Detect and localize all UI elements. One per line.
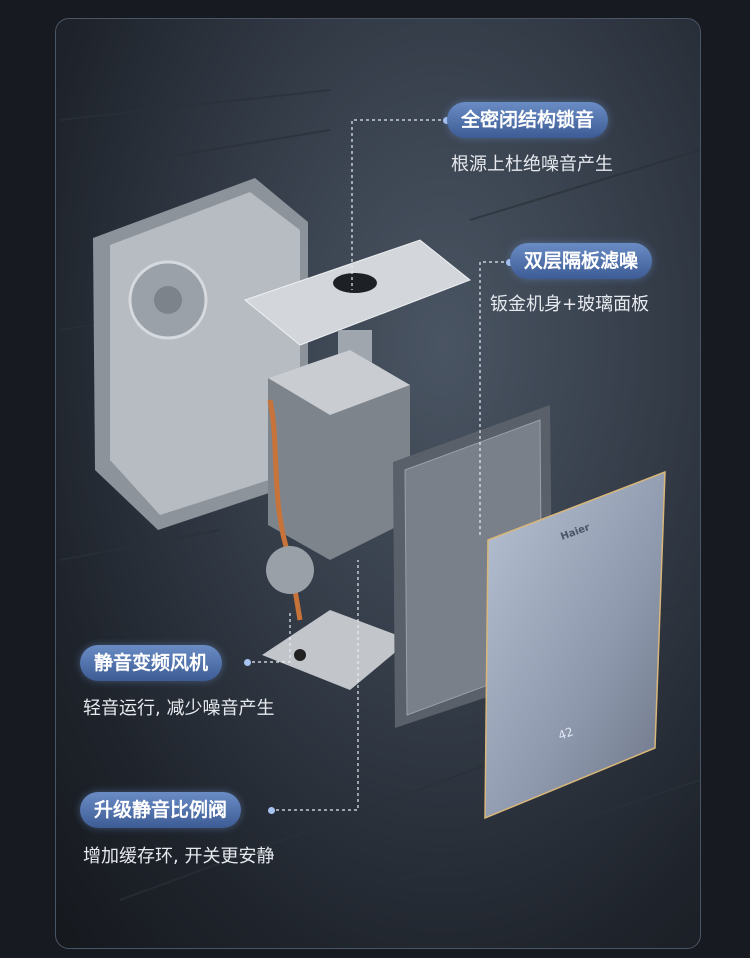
- callout-dot: [443, 117, 450, 124]
- feature-title-sealed-structure: 全密闭结构锁音: [447, 102, 609, 138]
- feature-desc-sealed-structure: 根源上杜绝噪音产生: [451, 154, 613, 175]
- callout-dot: [244, 659, 251, 666]
- feature-title-quiet-fan: 静音变频风机: [80, 645, 223, 681]
- callout-dot: [506, 259, 513, 266]
- glass-front-panel: [484, 470, 666, 820]
- feature-title-double-partition: 双层隔板滤噪: [510, 243, 653, 279]
- leader-lines: [246, 119, 510, 811]
- feature-title-proportional-valve: 升级静音比例阀: [80, 792, 242, 828]
- heat-exchanger: [262, 350, 410, 690]
- feature-desc-quiet-fan: 轻音运行, 减少噪音产生: [83, 698, 275, 719]
- rear-housing: [93, 178, 308, 530]
- feature-desc-double-partition: 钣金机身+玻璃面板: [490, 294, 650, 315]
- feature-desc-proportional-valve: 增加缓存环, 开关更安静: [83, 846, 275, 867]
- callout-dot: [268, 807, 275, 814]
- display-readout: 42: [556, 724, 575, 742]
